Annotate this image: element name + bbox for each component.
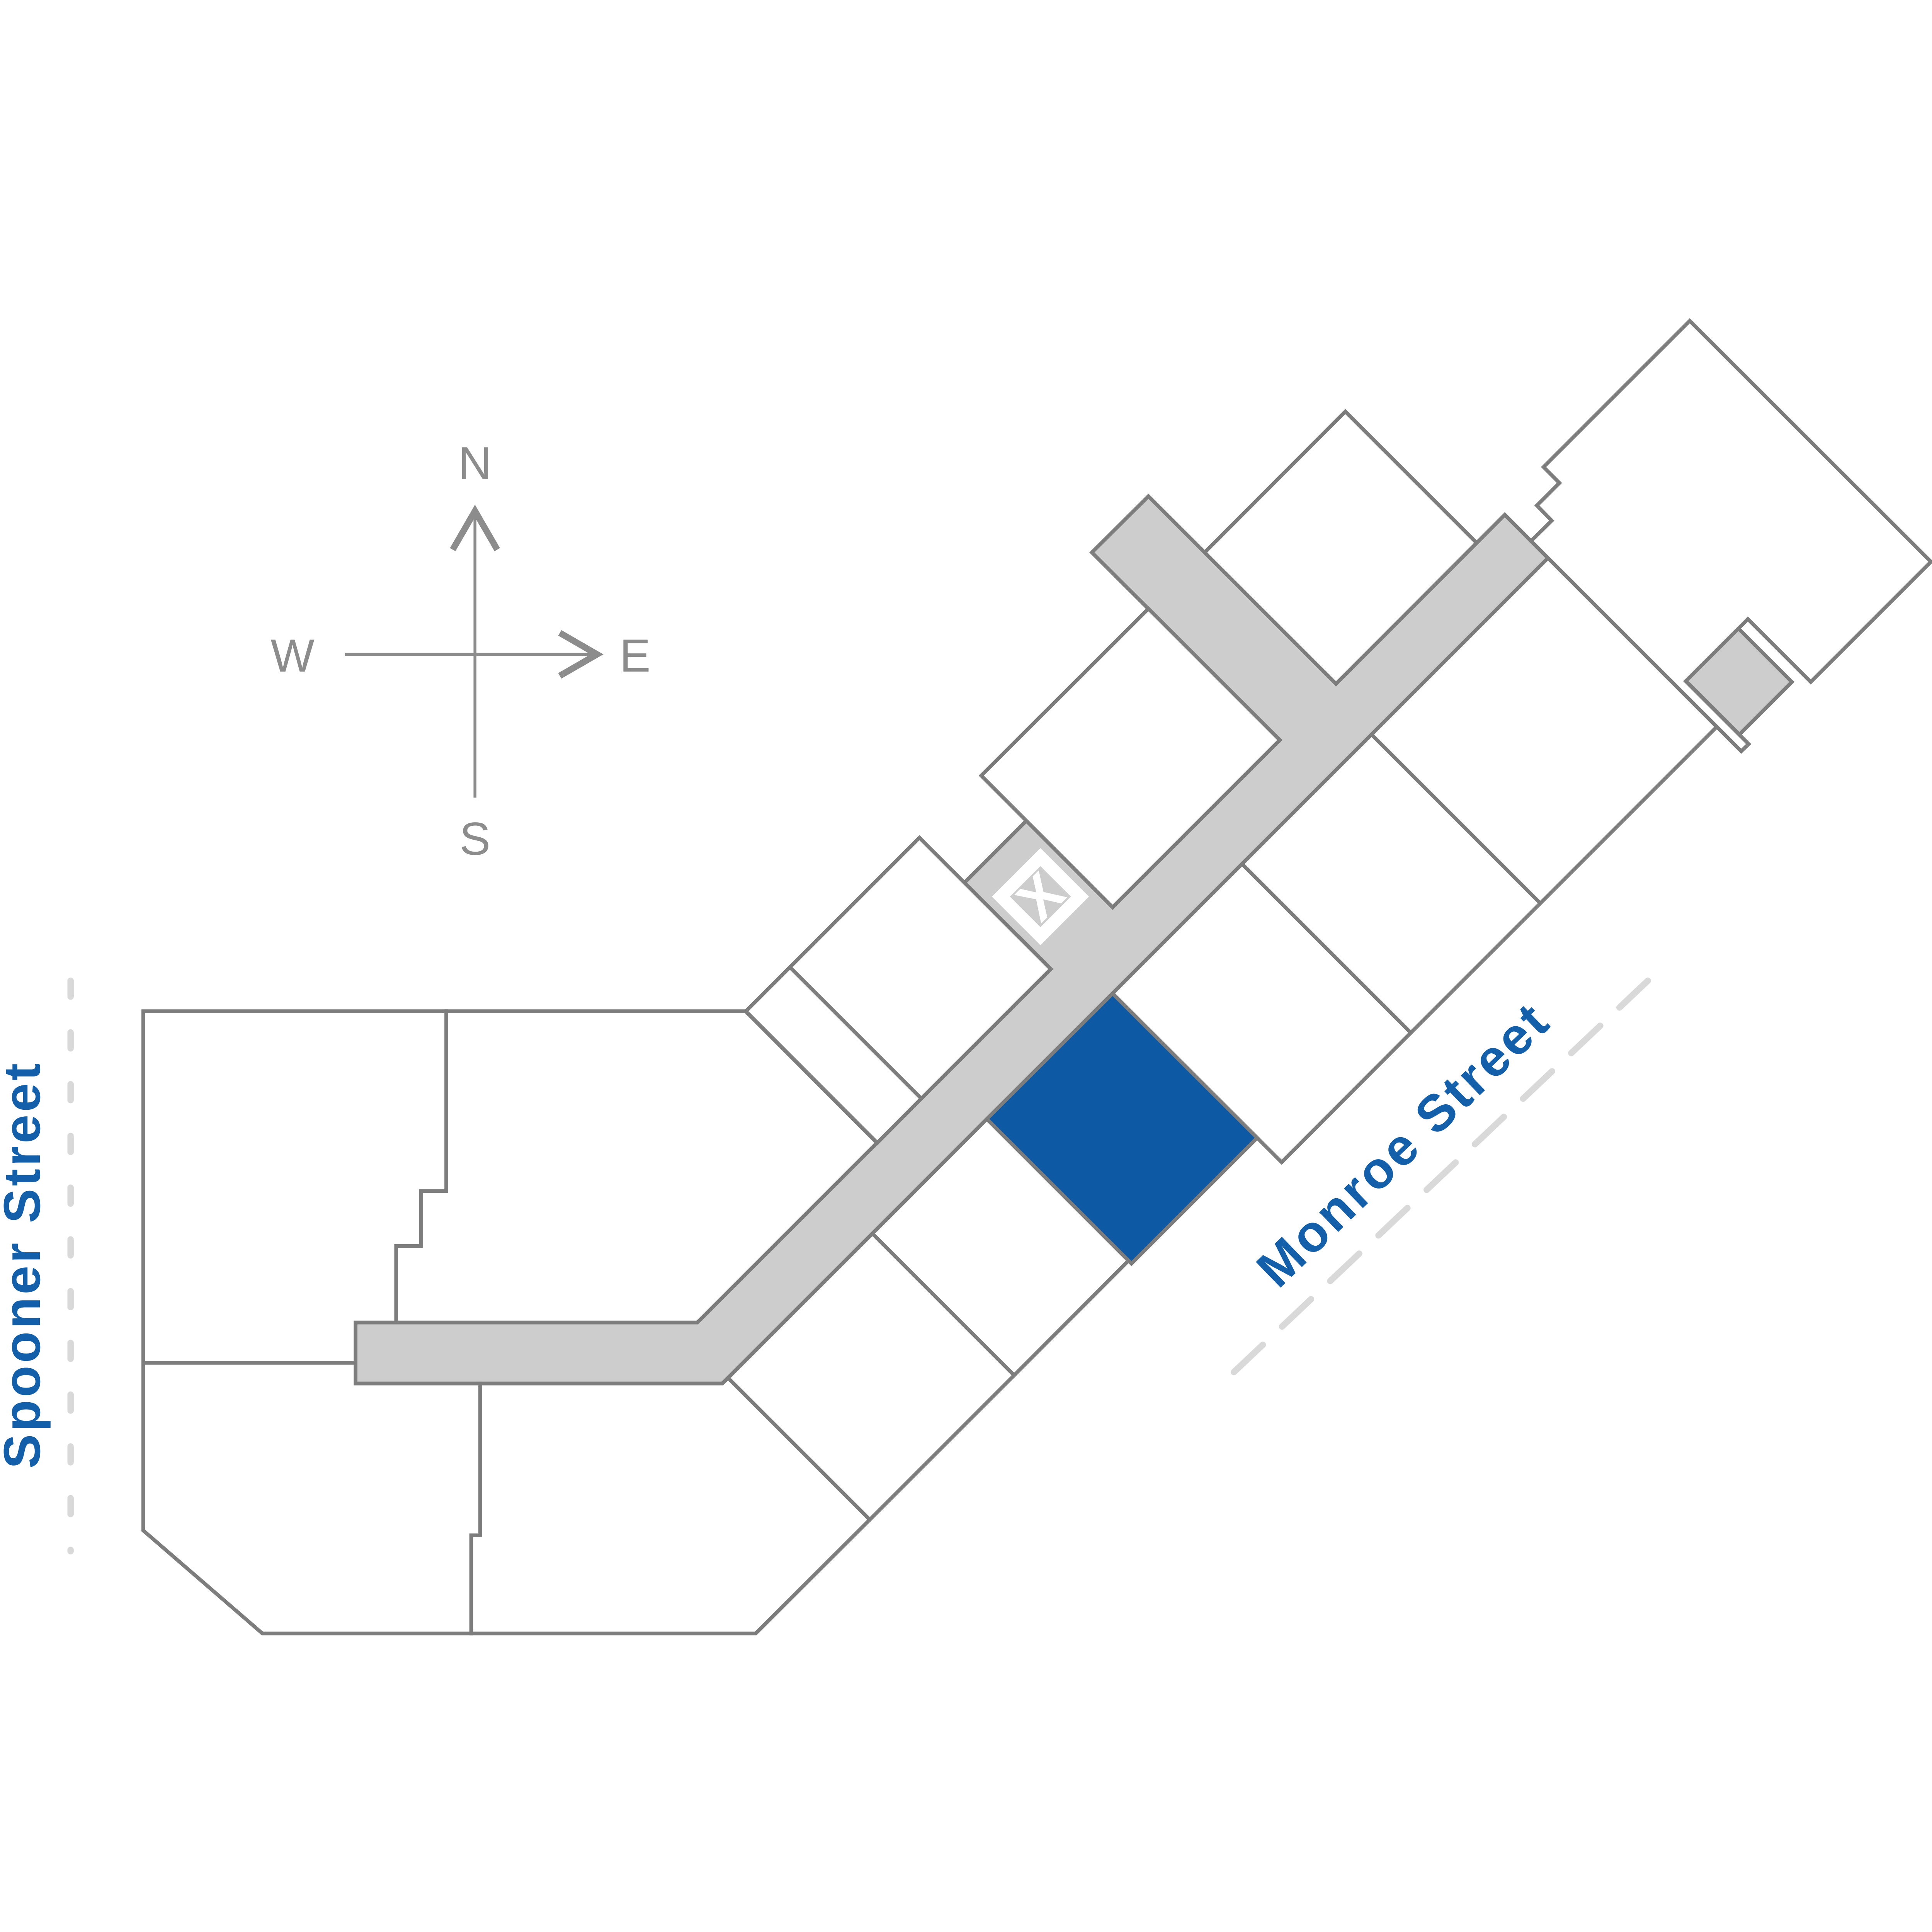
highlighted-unit [984,991,1260,1266]
spooner-street-label: Spooner Street [0,1061,51,1469]
unit [1528,318,1932,754]
compass-east-arrow-icon [558,630,604,679]
compass-north-arrow-icon [450,505,500,551]
street-spooner: Spooner Street [0,977,74,1554]
unit [978,606,1282,910]
monroe-street-boundary-line [1231,977,1651,1376]
compass: N S W E [270,437,650,865]
compass-north-label: N [458,437,492,489]
compass-south-label: S [459,813,490,865]
unit [469,1375,872,1636]
units-layer [141,318,1932,1636]
compass-east-label: E [619,630,650,682]
unit [787,835,1054,1101]
unit [1202,409,1480,687]
unit [141,1361,482,1636]
compass-west-label: W [270,630,314,682]
